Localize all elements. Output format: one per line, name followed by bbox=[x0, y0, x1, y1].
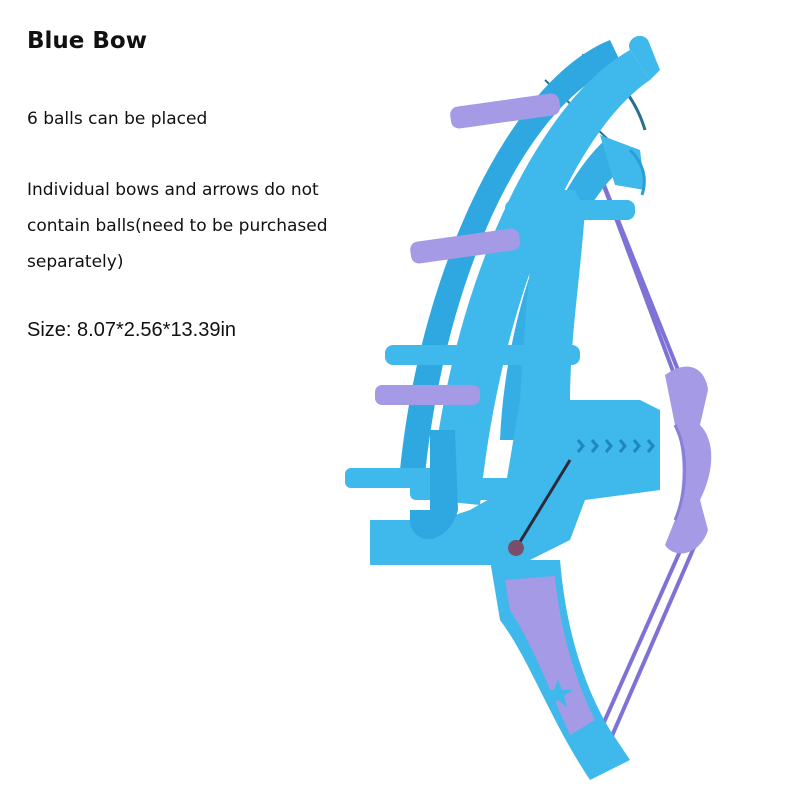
star-icon bbox=[543, 680, 573, 707]
feature-ball-capacity: 6 balls can be placed bbox=[27, 109, 208, 129]
product-image bbox=[330, 20, 750, 780]
feature-balls-not-included: Individual bows and arrows do not contai… bbox=[27, 180, 328, 272]
product-size: Size: 8.07*2.56*13.39in bbox=[27, 319, 237, 341]
product-title: Blue Bow bbox=[27, 28, 147, 54]
blue-toy-bow-icon bbox=[345, 35, 712, 780]
